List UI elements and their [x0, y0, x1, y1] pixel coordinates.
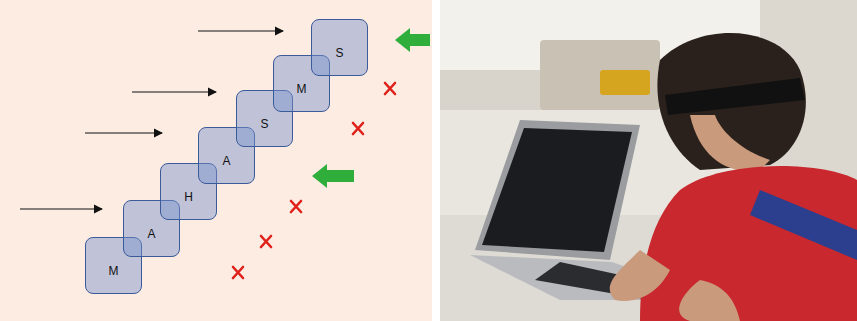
letter: A — [147, 227, 155, 241]
letter: H — [184, 190, 193, 204]
letter: M — [109, 264, 119, 278]
no-match-marks — [233, 83, 395, 278]
panel-background — [0, 0, 432, 321]
letter: S — [260, 117, 268, 131]
letter-box: S — [311, 19, 368, 76]
letter: S — [335, 46, 343, 60]
letter: M — [297, 82, 307, 96]
letter: A — [222, 154, 230, 168]
